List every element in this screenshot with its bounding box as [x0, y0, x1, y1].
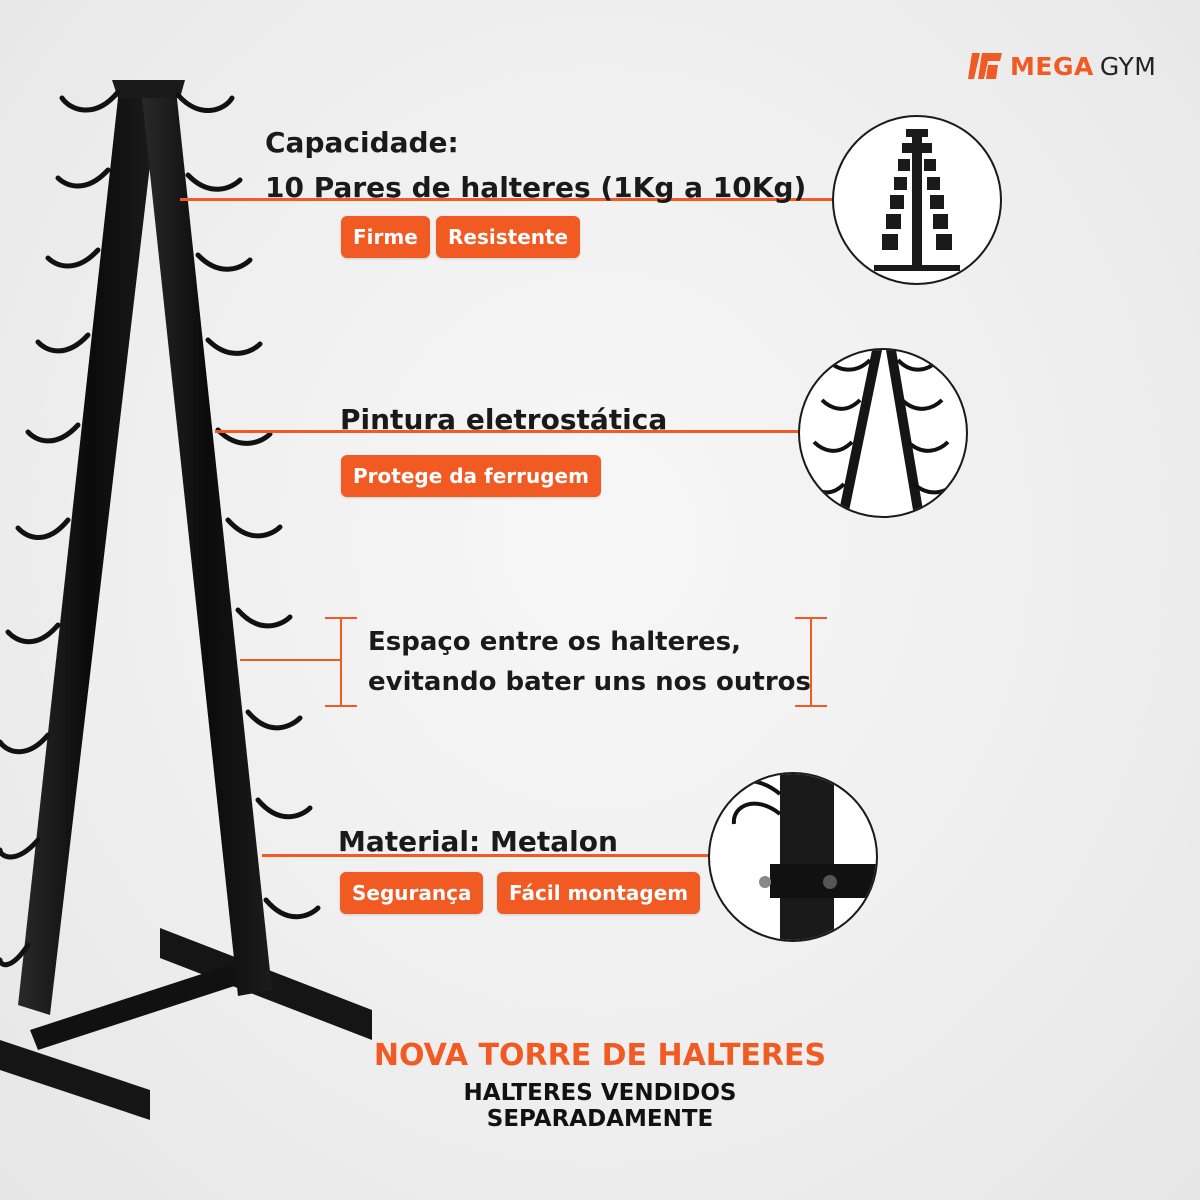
- rack-dumbbells-thumb-image: [874, 129, 960, 271]
- material-title: Material: Metalon: [338, 825, 618, 858]
- footer-title-wrap: NOVA TORRE DE HALTERES: [350, 1038, 850, 1073]
- thumb-base-bolt-closeup: [708, 772, 878, 942]
- callout-line-paint: [215, 430, 800, 433]
- spacing-line-2: evitando bater uns nos outros: [368, 667, 812, 697]
- spacing-line-1: Espaço entre os halteres,: [368, 627, 742, 657]
- callout-line-spacing: [240, 659, 340, 661]
- tag-firme: Firme: [341, 216, 430, 258]
- tag-protege-da-ferrugem: Protege da ferrugem: [341, 455, 601, 497]
- bracket-left-bottom: [325, 705, 357, 707]
- bracket-left: [340, 617, 342, 707]
- capacity-detail: 10 Pares de halteres (1Kg a 10Kg): [265, 171, 807, 204]
- hooks-thumb-image: [808, 350, 956, 516]
- bracket-right: [810, 617, 812, 707]
- tag-facil-montagem: Fácil montagem: [497, 872, 701, 914]
- bracket-right-top: [795, 617, 827, 619]
- brand-name-gym: GYM: [1099, 51, 1157, 81]
- callout-line-capacity: [180, 198, 832, 201]
- footer-subtitle: HALTERES VENDIDOS SEPARADAMENTE: [463, 1080, 737, 1132]
- bracket-right-bottom: [795, 705, 827, 707]
- brand-name-mega: MEGA: [1010, 51, 1094, 81]
- tag-resistente: Resistente: [436, 216, 581, 258]
- paint-title: Pintura eletrostática: [340, 403, 668, 436]
- footer-title: NOVA TORRE DE HALTERES: [373, 1038, 827, 1073]
- callout-line-material: [262, 854, 712, 857]
- spacing-description: Espaço entre os halteres, evitando bater…: [368, 622, 811, 702]
- thumb-hooks-closeup: [798, 348, 968, 518]
- base-bolt-thumb-image: [719, 774, 876, 940]
- footer-subtitle-wrap: HALTERES VENDIDOS SEPARADAMENTE: [350, 1080, 850, 1132]
- thumb-rack-with-dumbbells: [832, 115, 1002, 285]
- brand-mark-icon: [968, 53, 1002, 79]
- capacity-title: Capacidade:: [265, 126, 459, 159]
- bracket-left-top: [325, 617, 357, 619]
- tag-seguranca: Segurança: [340, 872, 484, 914]
